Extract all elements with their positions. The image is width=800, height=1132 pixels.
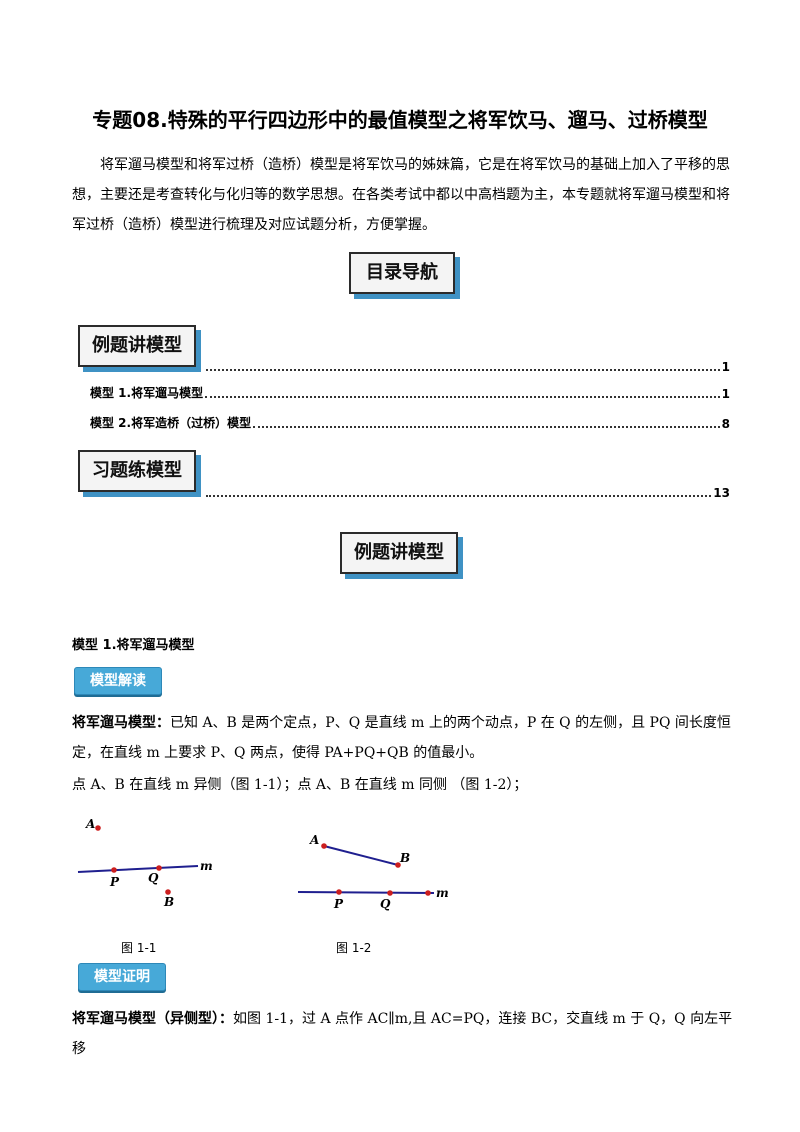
toc-section2-line[interactable]: 13 — [204, 486, 730, 500]
toc-page-number: 13 — [713, 486, 730, 500]
cases-text: 点 A、B 在直线 m 异侧（图 1-1）；点 A、B 在直线 m 同侧 （图 … — [72, 777, 528, 793]
toc-item-model2[interactable]: 模型 2.将军造桥（过桥）模型 8 — [90, 414, 730, 431]
figure-1-1-caption: 图 1-1 — [121, 941, 157, 955]
point-b — [395, 862, 401, 868]
definition-paragraph: 将军遛马模型：已知 A、B 是两个定点，P、Q 是直线 m 上的两个动点，P 在… — [72, 708, 742, 768]
definition-text: 已知 A、B 是两个定点，P、Q 是直线 m 上的两个动点，P 在 Q 的左侧，… — [72, 715, 731, 761]
toc-dots — [205, 396, 720, 398]
definition-label: 将军遛马模型 — [72, 715, 156, 731]
label-b: B — [399, 851, 410, 865]
toc-item-model1[interactable]: 模型 1.将军遛马模型 1 — [90, 384, 730, 401]
label-b: B — [163, 895, 174, 909]
point-m-end — [425, 890, 431, 896]
point-p — [336, 889, 342, 895]
point-p — [111, 867, 117, 873]
label-m: m — [436, 886, 449, 900]
label-q: Q — [148, 871, 159, 885]
toc-section2-box[interactable]: 习题练模型 — [78, 450, 196, 492]
label-p: P — [333, 897, 344, 911]
label-a: A — [85, 817, 95, 831]
proof-label: 将军遛马模型（异侧型） — [72, 1011, 219, 1027]
model-proof-tag: 模型证明 — [78, 963, 166, 991]
label-a: A — [309, 833, 319, 847]
figure-1-1: A P Q B m — [77, 817, 213, 909]
point-a — [321, 843, 327, 849]
toc-page-number: 1 — [721, 387, 730, 401]
toc-item-label: 模型 2.将军造桥（过桥）模型 — [90, 416, 252, 430]
model1-heading: 模型 1.将军遛马模型 — [72, 638, 195, 653]
proof-text: 如图 1-1，过 A 点作 AC∥m,且 AC=PQ，连接 BC，交直线 m 于… — [72, 1011, 733, 1057]
model-read-tag: 模型解读 — [74, 667, 162, 695]
line-m — [77, 865, 199, 873]
proof-paragraph: 将军遛马模型（异侧型）：如图 1-1，过 A 点作 AC∥m,且 AC=PQ，连… — [72, 1004, 742, 1064]
segment-ab — [323, 845, 399, 866]
definition-colon: ： — [156, 715, 170, 731]
toc-dots — [253, 426, 720, 428]
point-q — [387, 890, 393, 896]
point-q — [156, 865, 162, 871]
figure-1-2-caption: 图 1-2 — [336, 941, 372, 955]
proof-colon: ： — [219, 1011, 233, 1027]
toc-dots — [206, 369, 720, 371]
nav-title-box: 目录导航 — [349, 252, 455, 294]
figure-1-2: A B P Q m — [297, 833, 449, 911]
intro-paragraph: 将军遛马模型和将军过桥（造桥）模型是将军饮马的姊妹篇，它是在将军饮马的基础上加入… — [72, 157, 730, 233]
toc-section1-box[interactable]: 例题讲模型 — [78, 325, 196, 367]
line-m — [297, 891, 435, 894]
page-title: 专题08.特殊的平行四边形中的最值模型之将军饮马、遛马、过桥模型 — [92, 108, 708, 132]
label-m: m — [200, 859, 213, 873]
toc-page-number: 8 — [721, 417, 730, 431]
section-heading-box: 例题讲模型 — [340, 532, 458, 574]
toc-page-number: 1 — [721, 360, 730, 374]
label-q: Q — [380, 897, 391, 911]
toc-section1-line[interactable]: 1 — [204, 360, 730, 374]
toc-dots — [206, 495, 712, 497]
label-p: P — [109, 875, 120, 889]
point-b — [165, 889, 171, 895]
toc-item-label: 模型 1.将军遛马模型 — [90, 386, 204, 400]
point-a — [95, 825, 101, 831]
